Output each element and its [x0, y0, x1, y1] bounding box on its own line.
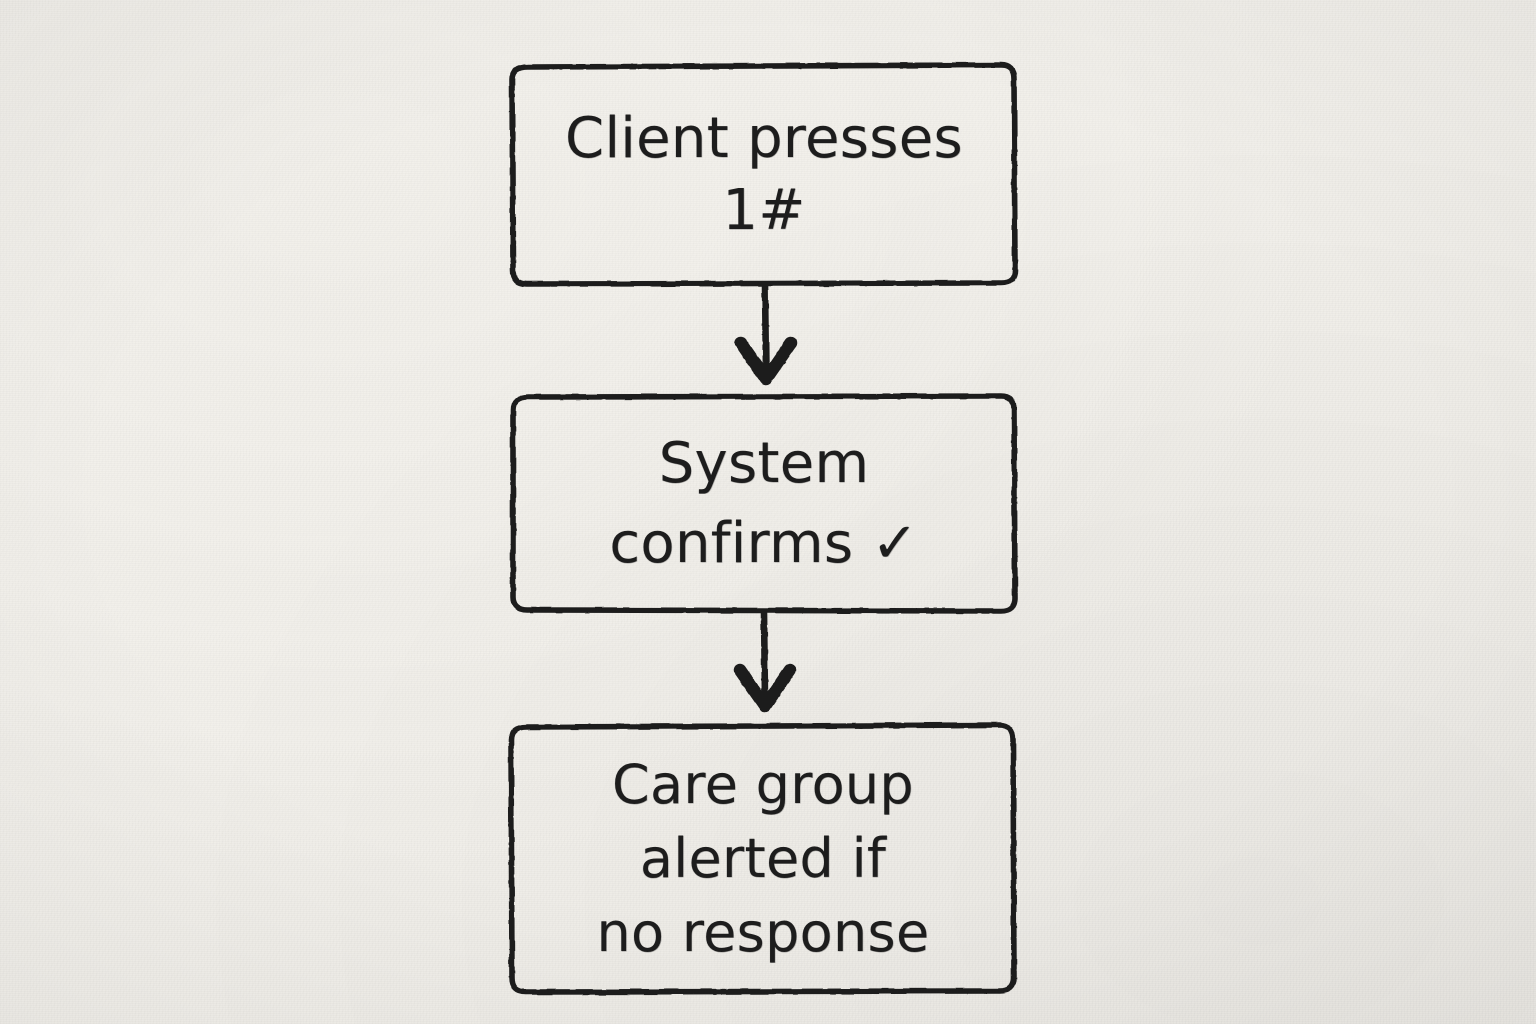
arrow-node2-to-node3	[733, 608, 797, 713]
node-2-outline	[510, 393, 1018, 614]
arrow-node1-to-node2	[734, 281, 798, 386]
node-3-outline	[508, 722, 1017, 995]
node-1-outline	[509, 62, 1018, 287]
